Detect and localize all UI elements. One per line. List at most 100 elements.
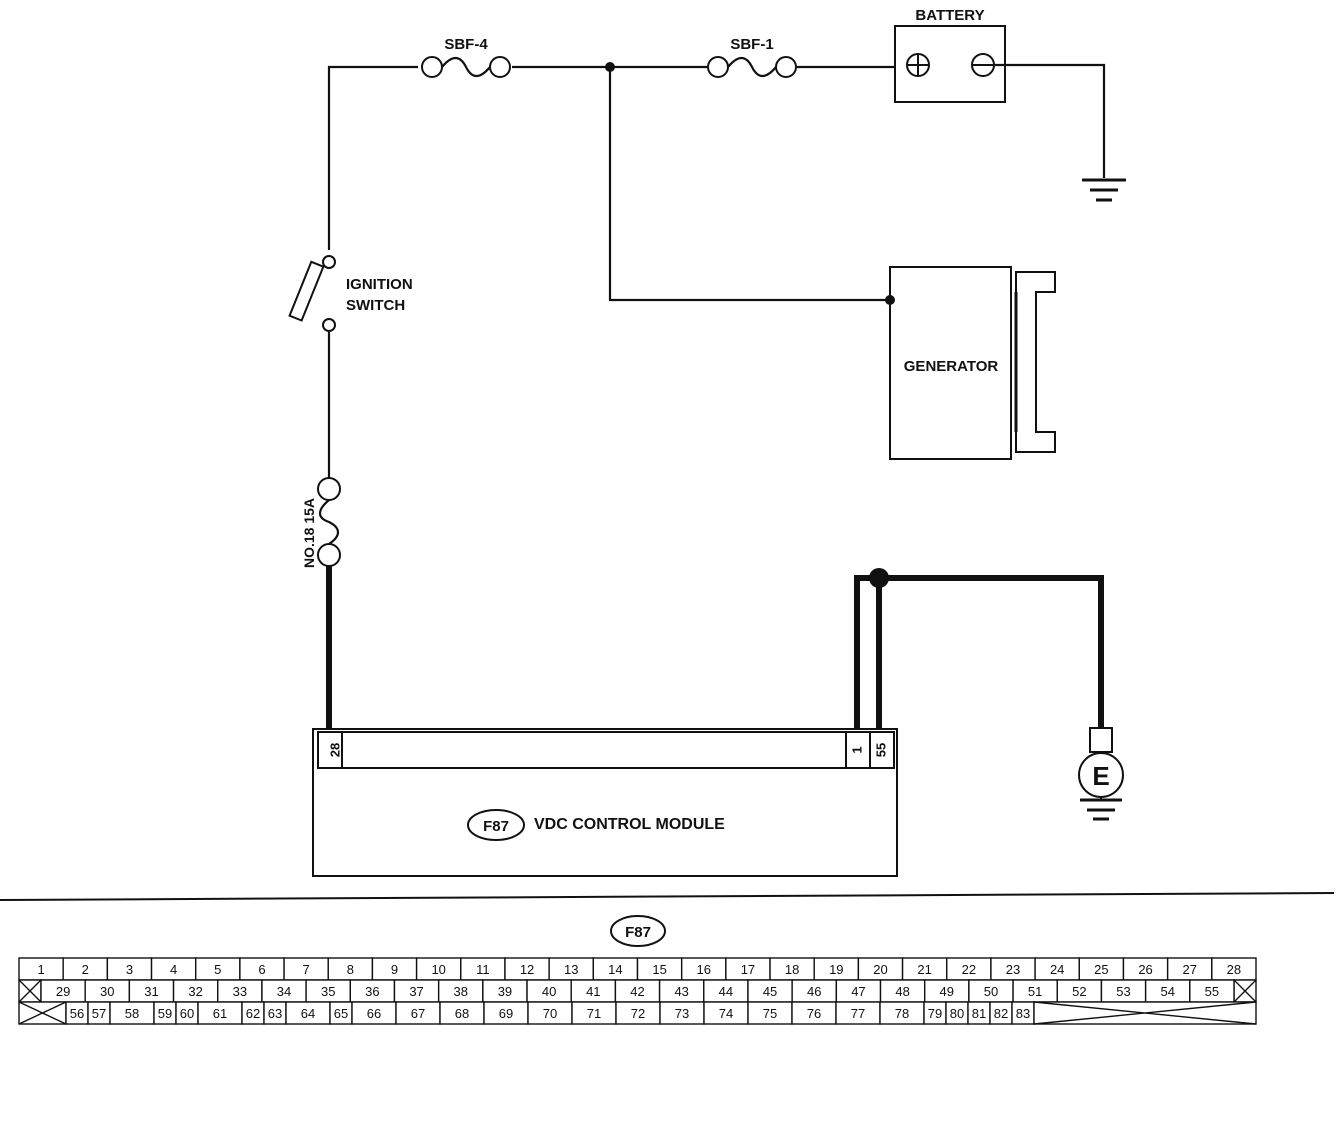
pin-label: 72: [631, 1006, 645, 1021]
pin-label: 15: [652, 962, 666, 977]
pin-label: 52: [1072, 984, 1086, 999]
pin-label: 57: [92, 1006, 106, 1021]
pin-label: 56: [70, 1006, 84, 1021]
pin-label: 58: [125, 1006, 139, 1021]
pin-label: 78: [895, 1006, 909, 1021]
pin-label: 43: [674, 984, 688, 999]
pin-label: 32: [188, 984, 202, 999]
pin-label: 44: [719, 984, 733, 999]
pin-blocked-cross: [1233, 979, 1257, 1003]
pin-label: 50: [984, 984, 998, 999]
pin-blocked-cross: [18, 979, 42, 1003]
pin-label: 21: [917, 962, 931, 977]
pin-label: 14: [608, 962, 622, 977]
pin-label: 25: [1094, 962, 1108, 977]
pin-label: 2: [82, 962, 89, 977]
pin-label: 82: [994, 1006, 1008, 1021]
pin-1-label: 1: [849, 746, 864, 753]
pin-label: 71: [587, 1006, 601, 1021]
pin-label: 3: [126, 962, 133, 977]
fuse-sbf1: SBF-1: [707, 36, 797, 78]
pin-label: 51: [1028, 984, 1042, 999]
pin-label: 20: [873, 962, 887, 977]
pin-blocked-cross: [1033, 1001, 1257, 1025]
pin-label: 39: [498, 984, 512, 999]
pin-label: 24: [1050, 962, 1064, 977]
pin-label: 70: [543, 1006, 557, 1021]
pin-label: 29: [56, 984, 70, 999]
pin-label: 80: [950, 1006, 964, 1021]
pin-55-cell: [869, 731, 895, 769]
pin-label: 61: [213, 1006, 227, 1021]
junction-dot-ground: [869, 568, 889, 588]
pin-label: 62: [246, 1006, 260, 1021]
pin-label: 49: [940, 984, 954, 999]
pin-label: 19: [829, 962, 843, 977]
pin-label: 67: [411, 1006, 425, 1021]
pin-label: 33: [233, 984, 247, 999]
pin-label: 23: [1006, 962, 1020, 977]
pin-label: 60: [180, 1006, 194, 1021]
pin-label: 22: [962, 962, 976, 977]
battery-positive-icon: [906, 53, 930, 77]
pin-label: 40: [542, 984, 556, 999]
ignition-label-line1: IGNITION: [346, 276, 413, 293]
pin-label: 73: [675, 1006, 689, 1021]
pin-label: 7: [303, 962, 310, 977]
pin-label: 36: [365, 984, 379, 999]
pin-label: 13: [564, 962, 578, 977]
pin-label: 41: [586, 984, 600, 999]
pin-label: 81: [972, 1006, 986, 1021]
fuse-sbf4-label: SBF-4: [444, 36, 488, 53]
wire-junction-to-generator: [608, 67, 890, 302]
pin-55-label: 55: [873, 743, 888, 757]
pin-label: 77: [851, 1006, 865, 1021]
module-connector-strip: [317, 731, 895, 769]
pin-label: 9: [391, 962, 398, 977]
pin-label: 66: [367, 1006, 381, 1021]
pin-label: 64: [301, 1006, 315, 1021]
pin-label: 26: [1138, 962, 1152, 977]
pin-label: 10: [431, 962, 445, 977]
pin-label: 30: [100, 984, 114, 999]
pin-label: 4: [170, 962, 177, 977]
pin-label: 59: [158, 1006, 172, 1021]
pin-label: 6: [258, 962, 265, 977]
pin-label: 17: [741, 962, 755, 977]
pin-label: 11: [476, 962, 490, 977]
pin-label: 1: [37, 962, 44, 977]
module-name: VDC CONTROL MODULE: [534, 816, 725, 833]
pin-label: 27: [1182, 962, 1196, 977]
wire-battery-to-ground: [994, 63, 1106, 178]
pin-blocked-cross: [18, 1001, 67, 1025]
pin-label: 76: [807, 1006, 821, 1021]
section-divider: [0, 892, 1335, 901]
wire-ignition-to-sbf4: [327, 65, 418, 250]
wire-pin1-ground: [854, 575, 1104, 730]
fuse-no18-label: NO.18 15A: [301, 498, 317, 568]
ignition-switch: IGNITION SWITCH: [288, 255, 413, 332]
ignition-label-line2: SWITCH: [346, 297, 405, 314]
pin-label: 83: [1016, 1006, 1030, 1021]
pin-label: 42: [630, 984, 644, 999]
pin-label: 18: [785, 962, 799, 977]
pin-label: 79: [928, 1006, 942, 1021]
fuse-no18: NO.18 15A: [301, 477, 341, 568]
pin-label: 35: [321, 984, 335, 999]
pin-label: 54: [1160, 984, 1174, 999]
pin-label: 28: [1227, 962, 1241, 977]
fuse-sbf1-label: SBF-1: [730, 36, 773, 53]
module-connector-badge: F87: [483, 818, 509, 835]
ground-icon-battery: [1082, 178, 1126, 202]
pin-label: 12: [520, 962, 534, 977]
pin-label: 8: [347, 962, 354, 977]
battery-label: BATTERY: [915, 7, 984, 24]
pin-label: 65: [334, 1006, 348, 1021]
pin-label: 5: [214, 962, 221, 977]
generator-label: GENERATOR: [904, 358, 999, 375]
chassis-ground-icon: E: [1078, 727, 1124, 821]
fuse-sbf4: SBF-4: [421, 36, 511, 78]
pin-label: 16: [697, 962, 711, 977]
pin-label: 45: [763, 984, 777, 999]
